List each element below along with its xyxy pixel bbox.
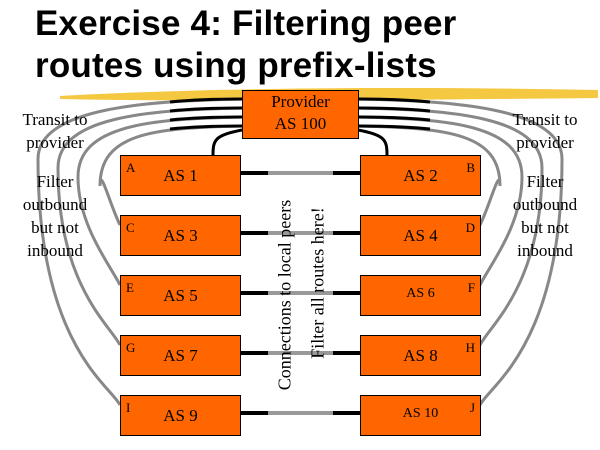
router-letter: H [465,340,475,355]
provider-link-left-end [169,97,243,104]
left-as-box: A AS 1 [120,155,241,196]
as-label: AS 3 [163,226,198,245]
provider-link-right [357,97,564,406]
note-line: provider [516,133,574,152]
left-as-box: E AS 5 [120,275,241,316]
provider-link-right [357,106,544,346]
note-line: Filter [526,172,564,191]
note-line: Transit to [512,110,578,129]
note-line: Transit to [22,110,88,129]
router-letter: C [126,220,135,235]
left-filter-note: Filter outbound but not inbound [0,170,110,262]
provider-link-left [36,97,243,406]
connections-note: Connections to local peers [274,199,295,391]
provider-link-right-end [357,97,431,104]
as-label: AS 4 [403,226,438,245]
title-line-1: Exercise 4: Filtering peer [35,4,457,43]
provider-link-left-end [169,124,243,131]
title-line-2: routes using prefix-lists [35,46,437,85]
note-line: outbound [22,195,88,214]
provider-link-right-end [357,124,431,131]
as-label: AS 10 [402,406,439,421]
right-as-box: F AS 6 [360,275,481,316]
provider-as: AS 100 [274,114,327,133]
provider-link-as2 [357,128,389,156]
router-letter: G [126,340,136,355]
right-as-box: D AS 4 [360,215,481,256]
right-as-box: J AS 10 [360,395,481,436]
router-letter: D [465,220,475,235]
as-label: AS 1 [163,166,198,185]
as-label: AS 5 [163,286,198,305]
router-letter: E [126,280,134,295]
as-label: AS 7 [163,346,198,365]
note-line: inbound [517,241,573,260]
router-letter: A [126,160,136,175]
router-letter: I [126,400,131,415]
as-label: AS 6 [406,286,435,301]
as-label: AS 2 [403,166,438,185]
as-label: AS 9 [163,406,198,425]
router-letter: J [469,400,475,415]
right-transit-note: Transit to provider [490,108,600,154]
note-line: provider [26,133,84,152]
provider-link-left-end [169,106,243,113]
note-line: outbound [512,195,578,214]
right-as-box: H AS 8 [360,335,481,376]
note-line: but not [31,218,79,237]
note-line: Filter [36,172,74,191]
left-transit-note: Transit to provider [0,108,110,154]
left-as-box: G AS 7 [120,335,241,376]
provider-link-left-end [169,115,243,122]
provider-link-right-end [357,115,431,122]
router-letter: F [467,280,475,295]
provider-link-left [56,106,243,346]
right-filter-note: Filter outbound but not inbound [490,170,600,262]
left-as-box: I AS 9 [120,395,241,436]
note-line: inbound [27,241,83,260]
note-line: but not [521,218,569,237]
provider-name: Provider [271,92,330,111]
provider-box: Provider AS 100 [242,90,359,139]
as-label: AS 8 [403,346,438,365]
right-as-box: B AS 2 [360,155,481,196]
provider-link-right-end [357,106,431,113]
provider-link-as1 [211,128,243,156]
left-as-box: C AS 3 [120,215,241,256]
filter-all-note: Filter all routes here! [307,207,328,359]
router-letter: B [466,160,475,175]
